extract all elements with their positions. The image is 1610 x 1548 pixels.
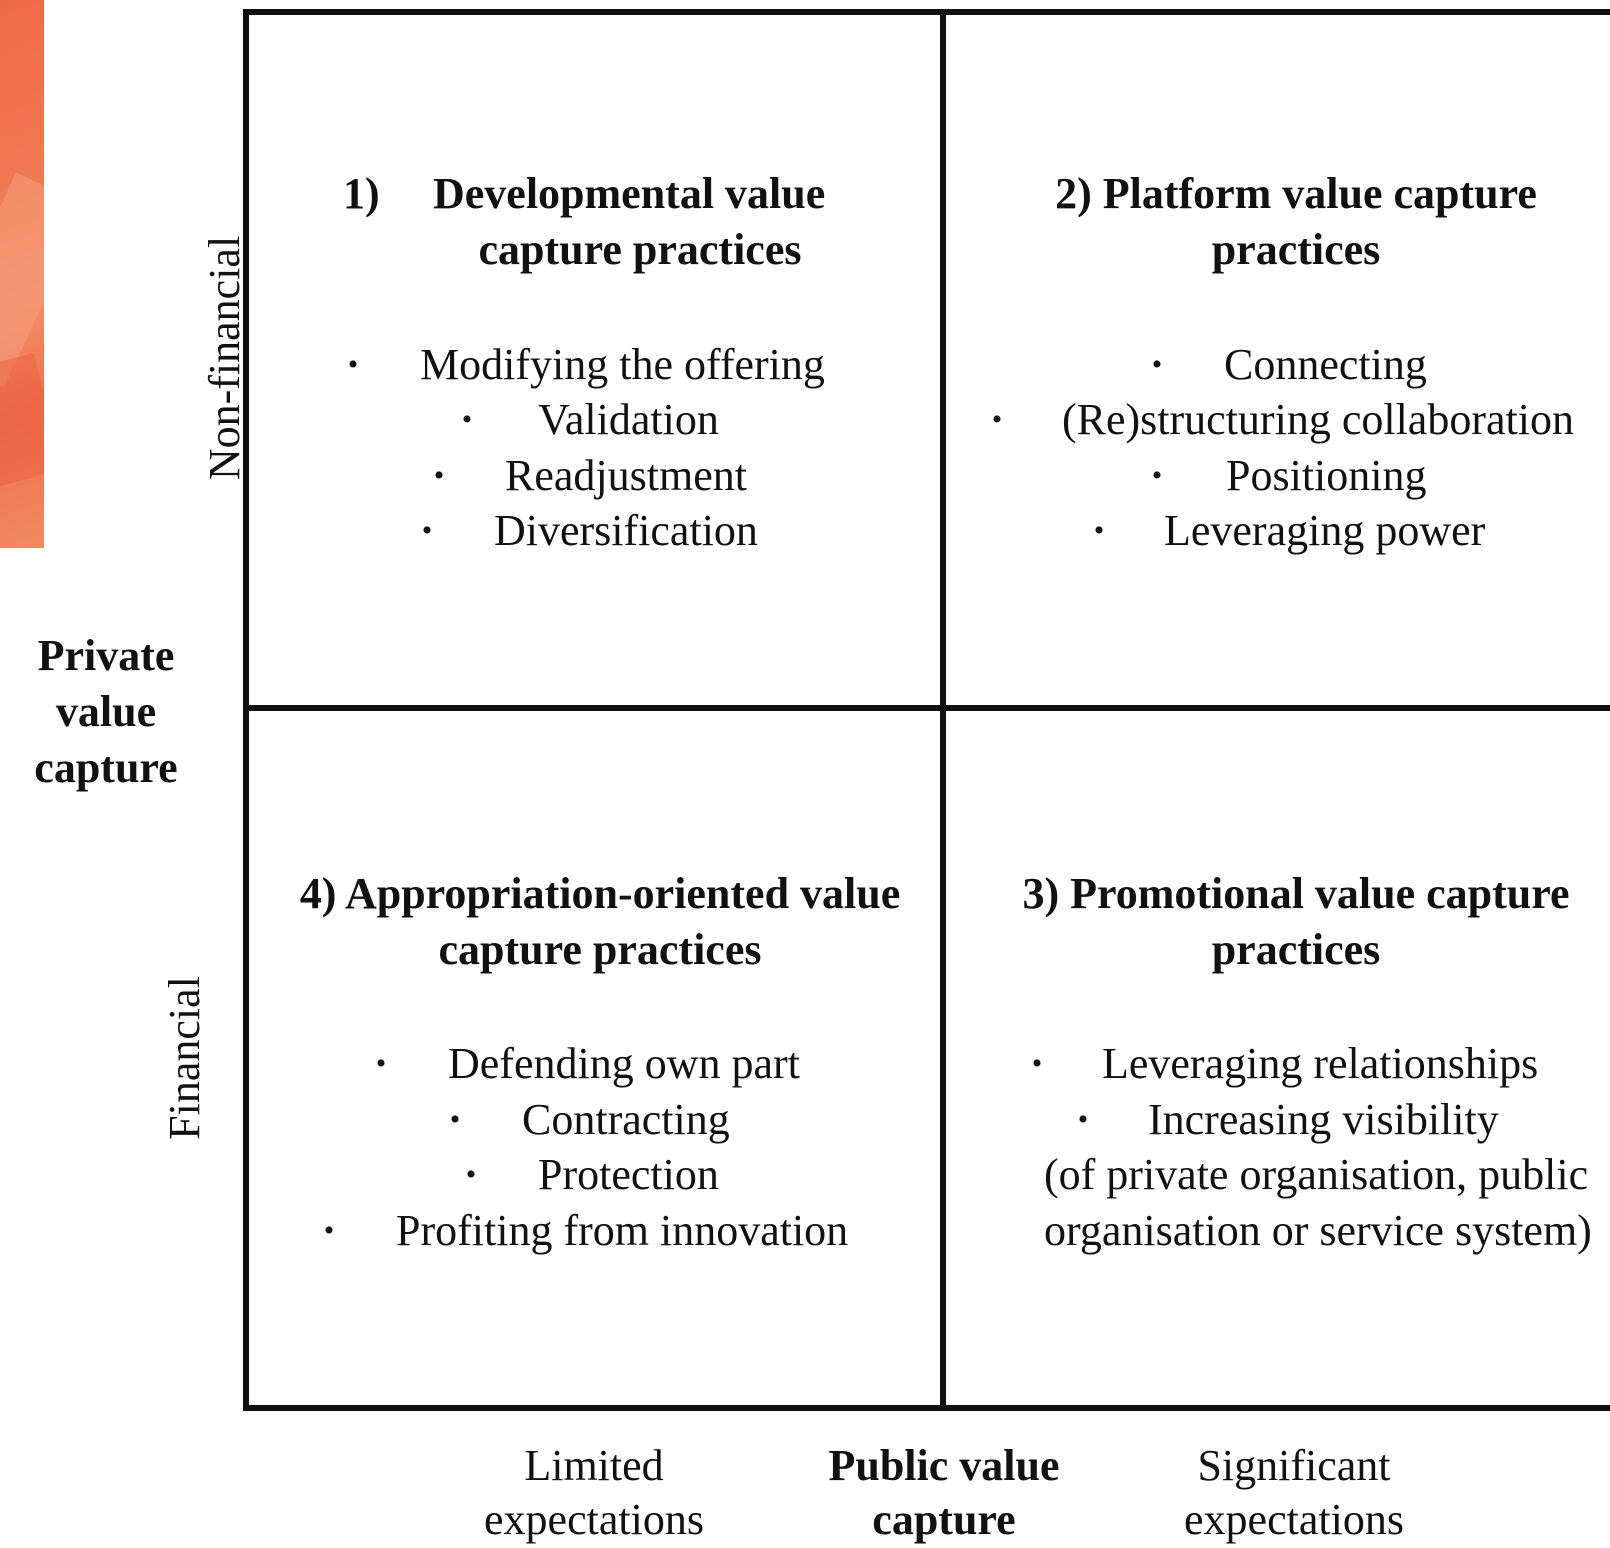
cropped-decorative-graphic <box>0 0 44 548</box>
bullet-icon: • <box>433 459 445 492</box>
x-axis-right-label-line1: Significant <box>1197 1441 1391 1490</box>
bullet-icon: • <box>1077 1103 1089 1136</box>
quadrant-4-title-line1: 4) Appropriation-oriented value <box>299 869 901 918</box>
x-axis-title-line2: capture <box>872 1495 1016 1544</box>
value-capture-matrix <box>243 9 1610 1411</box>
decorative-shape <box>0 352 44 488</box>
quadrant-1-title-line1: Developmental value <box>433 169 826 218</box>
bullet-icon: • <box>421 514 433 547</box>
list-item-label: Increasing visibility <box>1148 1095 1499 1144</box>
list-item-label: Connecting <box>1224 340 1427 389</box>
quadrant-3-title-line2: practices <box>1211 925 1381 974</box>
x-axis-title-line1: Public value <box>828 1441 1060 1490</box>
bullet-icon: • <box>461 403 473 436</box>
list-item-label: Validation <box>538 395 719 444</box>
y-axis-title-line2: value <box>55 687 157 736</box>
list-item-label: Modifying the offering <box>420 340 825 389</box>
bullet-icon: • <box>375 1047 387 1080</box>
bullet-icon: • <box>991 403 1003 436</box>
list-item-label: Readjustment <box>505 451 747 500</box>
list-item-label: Profiting from innovation <box>396 1206 849 1255</box>
bullet-icon: • <box>1093 514 1105 547</box>
list-item-label: Protection <box>538 1150 719 1199</box>
quadrant-1-title-line2: capture practices <box>478 225 802 274</box>
list-item-label: Leveraging power <box>1164 506 1486 555</box>
bullet-icon: • <box>323 1214 335 1247</box>
quadrant-2-title-line1: 2) Platform value capture <box>1055 169 1537 218</box>
y-axis-bottom-label: Financial <box>160 976 209 1140</box>
x-axis-left-label-line2: expectations <box>484 1495 704 1544</box>
bullet-icon: • <box>465 1158 477 1191</box>
bullet-icon: • <box>1151 459 1163 492</box>
matrix-horizontal-divider <box>243 705 1610 711</box>
list-item-label: Defending own part <box>448 1039 800 1088</box>
x-axis-right-label-line2: expectations <box>1184 1495 1404 1544</box>
bullet-icon: • <box>449 1103 461 1136</box>
bullet-icon: • <box>1151 348 1163 381</box>
list-item-label: Positioning <box>1226 451 1427 500</box>
y-axis-title-line1: Private <box>37 631 175 680</box>
list-item-label: (Re)structuring collaboration <box>1062 395 1574 444</box>
quadrant-3-title-line1: 3) Promotional value capture <box>1022 869 1570 918</box>
list-item-label: Diversification <box>494 506 758 555</box>
bullet-icon: • <box>347 348 359 381</box>
list-item-label: Contracting <box>522 1095 730 1144</box>
quadrant-1-number: 1) <box>343 169 380 218</box>
y-axis-top-label: Non-financial <box>200 235 249 481</box>
y-axis-title-line3: capture <box>34 743 178 792</box>
quadrant-3-note-line1: (of private organisation, public <box>1044 1150 1589 1199</box>
quadrant-4-title-line2: capture practices <box>438 925 762 974</box>
quadrant-3-note-line2: organisation or service system) <box>1044 1206 1592 1255</box>
list-item-label: Leveraging relationships <box>1102 1039 1539 1088</box>
bullet-icon: • <box>1031 1047 1043 1080</box>
quadrant-2-title-line2: practices <box>1211 225 1381 274</box>
x-axis-left-label-line1: Limited <box>524 1441 664 1490</box>
